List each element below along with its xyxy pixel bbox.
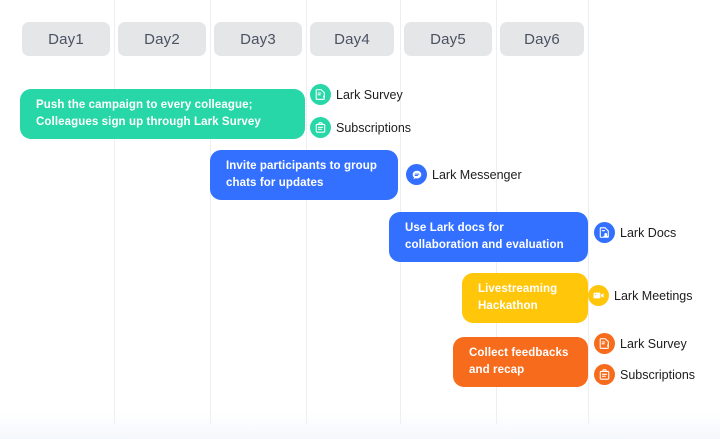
task-invite-participants[interactable]: Invite participants to group chats for u…: [210, 150, 398, 200]
task-card-text: Use Lark docs for collaboration and eval…: [405, 222, 564, 251]
day-tab-label: Day1: [48, 30, 84, 48]
tool-subscriptions-1[interactable]: Subscriptions: [310, 117, 411, 138]
day-tab-3[interactable]: Day3: [214, 22, 302, 56]
lark-survey-icon: [594, 333, 615, 354]
day-tab-label: Day6: [524, 30, 560, 48]
task-card-text: Push the campaign to every colleague; Co…: [36, 99, 261, 128]
tool-label: Lark Meetings: [614, 288, 693, 303]
lark-survey-icon: [310, 84, 331, 105]
timeline-gridline-6: [588, 0, 589, 424]
tool-label: Lark Survey: [620, 336, 687, 351]
day-tab-2[interactable]: Day2: [118, 22, 206, 56]
lark-messenger-icon: [406, 164, 427, 185]
lark-docs-icon: [594, 222, 615, 243]
tool-label: Lark Docs: [620, 225, 677, 240]
tool-lark-docs[interactable]: Lark Docs: [594, 222, 676, 243]
tool-lark-survey-1[interactable]: Lark Survey: [310, 84, 403, 105]
task-card-text: Collect feedbacks and recap: [469, 347, 569, 376]
tool-label: Subscriptions: [620, 367, 696, 382]
lark-meetings-icon: [588, 285, 609, 306]
day-tab-label: Day5: [430, 30, 466, 48]
tool-label: Subscriptions: [336, 120, 412, 135]
tool-lark-messenger[interactable]: Lark Messenger: [406, 164, 522, 185]
day-tab-5[interactable]: Day5: [404, 22, 492, 56]
subscriptions-icon: [310, 117, 331, 138]
day-tab-label: Day3: [240, 30, 276, 48]
task-card-text: Livestreaming Hackathon: [478, 283, 558, 312]
tool-label: Lark Messenger: [432, 167, 522, 182]
timeline-gridline-1: [114, 0, 115, 424]
task-collect-feedbacks[interactable]: Collect feedbacks and recap: [453, 337, 588, 387]
tool-label: Lark Survey: [336, 87, 403, 102]
subscriptions-icon: [594, 364, 615, 385]
task-card-text: Invite participants to group chats for u…: [226, 160, 378, 189]
task-livestreaming-hackathon[interactable]: Livestreaming Hackathon: [462, 273, 588, 323]
tool-subscriptions-2[interactable]: Subscriptions: [594, 364, 695, 385]
day-tab-1[interactable]: Day1: [22, 22, 110, 56]
timeline-gridline-3: [306, 0, 307, 424]
tool-lark-meetings[interactable]: Lark Meetings: [588, 285, 693, 306]
day-tab-label: Day2: [144, 30, 180, 48]
timeline-gridline-2: [210, 0, 211, 424]
task-use-lark-docs[interactable]: Use Lark docs for collaboration and eval…: [389, 212, 588, 262]
day-tab-4[interactable]: Day4: [310, 22, 394, 56]
task-push-campaign[interactable]: Push the campaign to every colleague; Co…: [20, 89, 305, 139]
tool-lark-survey-2[interactable]: Lark Survey: [594, 333, 687, 354]
day-tab-6[interactable]: Day6: [500, 22, 584, 56]
day-tab-label: Day4: [334, 30, 370, 48]
